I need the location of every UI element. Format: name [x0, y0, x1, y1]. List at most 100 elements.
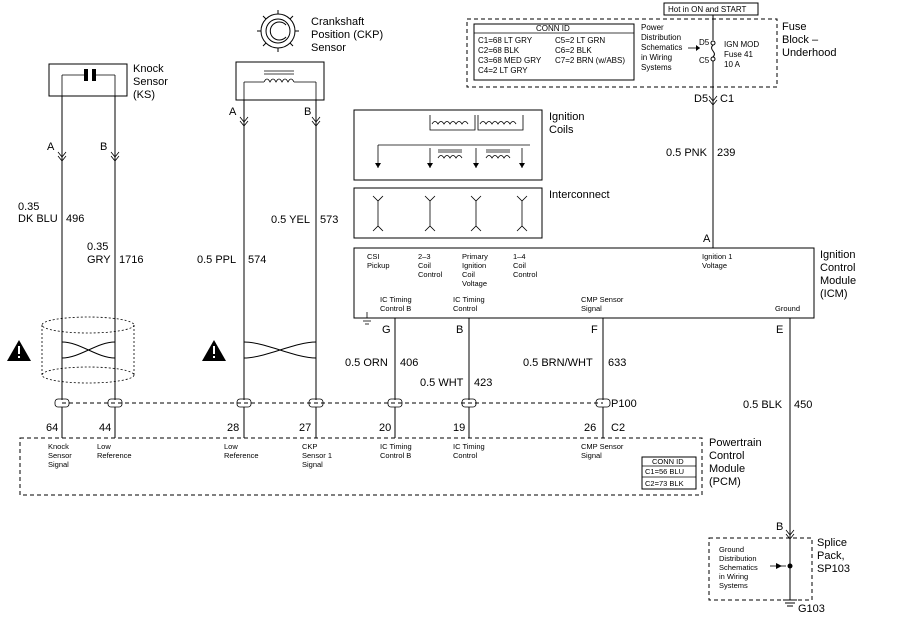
ignition-coils-label: Coils	[549, 124, 574, 136]
fuse-block-label: Underhood	[782, 47, 836, 59]
pcm-label: Powertrain	[709, 437, 762, 449]
pin-label: F	[591, 324, 598, 336]
pin-label: E	[776, 324, 783, 336]
pcm-pin: 64	[46, 422, 58, 434]
svg-text:Schematics: Schematics	[719, 563, 758, 572]
wire-circuit: 1716	[119, 254, 143, 266]
wire-circuit: 496	[66, 213, 84, 225]
svg-text:Distribution: Distribution	[641, 33, 681, 42]
pin-label: D5	[694, 93, 708, 105]
pcm-pin: 28	[227, 422, 239, 434]
wire-ckp-a	[239, 100, 249, 400]
svg-text:Ignition: Ignition	[462, 261, 486, 270]
svg-text:Control: Control	[453, 451, 478, 460]
conn-id-table-top: CONN ID C1=68 LT GRY C2=68 BLK C3=68 MED…	[473, 23, 635, 81]
connector-p100	[54, 398, 611, 408]
svg-text:IGN MOD: IGN MOD	[724, 40, 759, 49]
svg-text:Control B: Control B	[380, 304, 411, 313]
fuse-41: D5 C5 IGN MOD Fuse 41 10 A	[699, 15, 759, 232]
svg-text:in Wiring: in Wiring	[719, 572, 748, 581]
svg-text:CKP: CKP	[302, 442, 317, 451]
splice-label: Pack,	[817, 550, 845, 562]
wire-circuit: 406	[400, 357, 418, 369]
svg-text:C5: C5	[699, 56, 710, 65]
wire-color: 0.5 PNK	[666, 147, 708, 159]
wire-color: 0.5 BRN/WHT	[523, 357, 593, 369]
svg-text:Signal: Signal	[302, 460, 323, 469]
pin-label: B	[100, 141, 107, 153]
wire-color: 0.5 YEL	[271, 214, 310, 226]
svg-text:IC Timing: IC Timing	[380, 295, 412, 304]
svg-text:2–3: 2–3	[418, 252, 431, 261]
wire-color: GRY	[87, 254, 111, 266]
svg-text:C4=2 LT GRY: C4=2 LT GRY	[478, 66, 528, 75]
twisted-pair	[243, 341, 317, 359]
svg-text:Schematics: Schematics	[641, 43, 682, 52]
svg-text:Sensor 1: Sensor 1	[302, 451, 332, 460]
knock-sensor: Knock Sensor (KS)	[48, 63, 168, 101]
pin-label: B	[776, 521, 783, 533]
icm-box: CSI Pickup 2–3 Coil Control Primary Igni…	[353, 232, 815, 325]
svg-text:Control: Control	[513, 270, 538, 279]
svg-text:Systems: Systems	[641, 63, 672, 72]
svg-text:Ignition 1: Ignition 1	[702, 252, 732, 261]
svg-text:CMP Sensor: CMP Sensor	[581, 442, 624, 451]
svg-text:C6=2 BLK: C6=2 BLK	[555, 46, 592, 55]
svg-text:Sensor: Sensor	[48, 451, 72, 460]
svg-text:C3=68 MED GRY: C3=68 MED GRY	[478, 56, 542, 65]
svg-text:Coil: Coil	[462, 270, 475, 279]
svg-text:1–4: 1–4	[513, 252, 526, 261]
svg-text:Low: Low	[97, 442, 111, 451]
svg-text:Control: Control	[418, 270, 443, 279]
knock-sensor-label: Knock	[133, 63, 164, 75]
svg-text:Voltage: Voltage	[702, 261, 727, 270]
svg-text:C7=2 BRN (w/ABS): C7=2 BRN (w/ABS)	[555, 56, 625, 65]
interconnect-label: Interconnect	[549, 189, 610, 201]
wire-circuit: 423	[474, 377, 492, 389]
pcm-pin: 20	[379, 422, 391, 434]
svg-text:CONN ID: CONN ID	[652, 457, 684, 466]
icm-label: Module	[820, 275, 856, 287]
svg-text:Control B: Control B	[380, 451, 411, 460]
wire-color: 0.5 WHT	[420, 377, 464, 389]
svg-text:Primary: Primary	[462, 252, 488, 261]
ground-icon	[361, 312, 373, 325]
interconnect-box	[353, 187, 543, 239]
svg-text:CSI: CSI	[367, 252, 380, 261]
pcm-pin: 19	[453, 422, 465, 434]
svg-text:Signal: Signal	[581, 304, 602, 313]
ckp-sensor-label: Position (CKP)	[311, 29, 383, 41]
pin-label: C1	[720, 93, 734, 105]
ground-label: G103	[798, 603, 825, 615]
ground-icon	[783, 599, 797, 607]
svg-text:C2=73 BLK: C2=73 BLK	[645, 479, 684, 488]
wire-circuit: 450	[794, 399, 812, 411]
svg-text:C5=2 LT GRN: C5=2 LT GRN	[555, 36, 605, 45]
shielded-twisted-pair	[41, 316, 135, 384]
ckp-sensor: Crankshaft Position (CKP) Sensor	[235, 10, 383, 101]
ckp-sensor-label: Crankshaft	[311, 16, 364, 28]
svg-text:Fuse 41: Fuse 41	[724, 50, 753, 59]
svg-text:Signal: Signal	[48, 460, 69, 469]
svg-text:IC Timing: IC Timing	[380, 442, 412, 451]
svg-text:IC Timing: IC Timing	[453, 442, 485, 451]
svg-text:Power: Power	[641, 23, 664, 32]
wire-ckp-b	[311, 100, 321, 400]
knock-sensor-label: Sensor	[133, 76, 168, 88]
wire-circuit: 239	[717, 147, 735, 159]
svg-text:Ground: Ground	[775, 304, 800, 313]
hot-banner: Hot in ON and START	[663, 2, 759, 16]
wire-circuit: 573	[320, 214, 338, 226]
wire-ks-a	[57, 96, 67, 400]
wire-circuit: 633	[608, 357, 626, 369]
svg-text:Hot in ON and START: Hot in ON and START	[668, 5, 747, 14]
pin-label: G	[382, 324, 391, 336]
pcm-box: 64 44 28 27 20 19 26 Knock Sensor Signal…	[19, 422, 703, 496]
pcm-label: Module	[709, 463, 745, 475]
gear-icon	[257, 10, 299, 52]
wire-blk	[785, 318, 795, 600]
splice-label: SP103	[817, 563, 850, 575]
svg-text:Control: Control	[453, 304, 478, 313]
icm-label: (ICM)	[820, 288, 848, 300]
wire-color: 0.5 BLK	[743, 399, 783, 411]
